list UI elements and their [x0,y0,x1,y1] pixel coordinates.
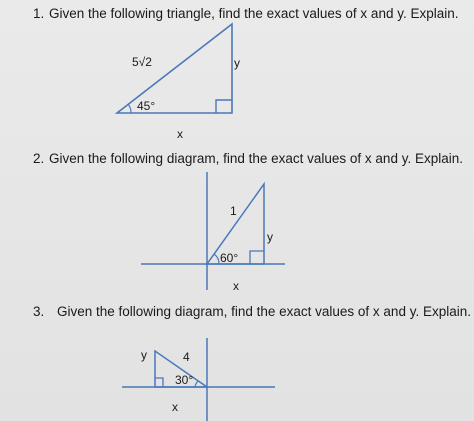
base-label-2: x [233,279,239,293]
triangle-2 [205,181,265,265]
question-1-text: Given the following triangle, find the e… [49,6,459,21]
triangle-1 [114,22,233,114]
angle-label-1: 45° [137,99,155,113]
hyp-label-1: 5√2 [132,55,152,69]
side-label-2: y [267,230,273,244]
hyp-label-3: 4 [183,350,190,364]
base-label-3: x [172,400,178,414]
triangle-3 [154,349,210,388]
angle-label-2: 60° [220,251,238,265]
question-1-number: 1. [33,6,45,21]
angle-arc-2 [213,253,220,265]
question-3-text: Given the following diagram, find the ex… [57,304,471,319]
figure-3-diagram: y 4 30° x [122,338,275,421]
figure-2-diagram: 1 y 60° x [141,172,285,293]
angle-label-3: 30° [175,373,193,387]
figure-1-triangle: 5√2 y 45° x [114,22,240,141]
hyp-label-2: 1 [230,204,237,218]
right-angle-mark-2 [249,250,264,264]
right-angle-mark-1 [215,99,232,113]
base-label-1: x [177,127,183,141]
question-3-number: 3. [33,304,45,319]
question-2-text: Given the following diagram, find the ex… [49,151,463,166]
side-label-3: y [141,348,147,362]
angle-arc-1 [127,103,132,114]
right-angle-mark-3 [155,377,164,387]
side-label-1: y [234,56,240,70]
angle-arc-3 [194,380,199,388]
question-2-number: 2. [33,151,45,166]
